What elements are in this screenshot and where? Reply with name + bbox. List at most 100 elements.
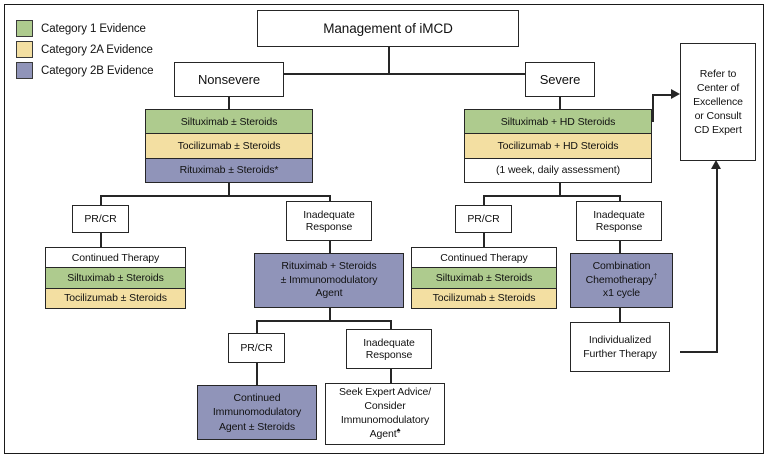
legend-label-cat1: Category 1 Evidence <box>41 22 146 35</box>
refer-line-2: Center of <box>696 81 740 94</box>
treatment-row-tocilizumab-hd[interactable]: Tocilizumab + HD Steroids <box>465 134 651 159</box>
node-nonsevere-prcr[interactable]: PR/CR <box>72 205 129 233</box>
node-level3-inadequate-response[interactable]: Inadequate Response <box>346 329 432 369</box>
rituximab-line-1: Rituximab + Steroids <box>281 260 377 273</box>
node-seek-expert-advice[interactable]: Seek Expert Advice/ Consider Immunomodul… <box>325 383 445 445</box>
connector-severe-tx <box>559 96 561 110</box>
chemo-line-2-wrap: Chemotherapy† <box>585 272 658 288</box>
connector-chemo-individualized <box>619 307 621 323</box>
inadequate-line-2: Response <box>595 221 643 233</box>
chemo-line-3: x1 cycle <box>602 287 641 300</box>
continued-row-header[interactable]: Continued Therapy <box>46 248 185 269</box>
connector-ns-prcr-continued <box>100 232 102 248</box>
node-severe[interactable]: Severe <box>525 62 595 97</box>
node-refer-center-of-excellence[interactable]: Refer to Center of Excellence or Consult… <box>680 43 756 161</box>
seek-expert-line-1: Seek Expert Advice/ <box>338 386 432 399</box>
treatment-row-siltuximab[interactable]: Siltuximab ± Steroids <box>146 110 312 135</box>
refer-line-5: CD Expert <box>694 124 742 137</box>
node-nonsevere-treatment-stack[interactable]: Siltuximab ± Steroids Tocilizumab ± Ster… <box>145 109 313 183</box>
node-label: PR/CR <box>240 341 273 354</box>
connector-ns-to-prcr <box>100 195 102 206</box>
node-severe-prcr[interactable]: PR/CR <box>455 205 512 233</box>
connector-sv-tx-down <box>559 182 561 196</box>
connector-lvl3-branch-bar <box>256 320 391 322</box>
chemo-line-1: Combination <box>592 260 651 273</box>
legend-item-cat2b: Category 2B Evidence <box>16 62 154 79</box>
legend-item-cat1: Category 1 Evidence <box>16 20 153 37</box>
inadequate-line-1: Inadequate <box>593 208 645 221</box>
node-level3-prcr[interactable]: PR/CR <box>228 333 285 363</box>
connector-ns-tx-down <box>228 182 230 196</box>
arrowhead-into-refer-left <box>671 89 680 99</box>
rituximab-line-2: ± Immunomodulatory <box>280 273 378 286</box>
node-severe-continued-therapy[interactable]: Continued Therapy Siltuximab ± Steroids … <box>411 247 557 309</box>
continued-immuno-line-1: Continued <box>233 392 281 405</box>
legend-label-cat2b: Category 2B Evidence <box>41 64 154 77</box>
continued-immuno-line-2: Immunomodulatory <box>212 406 302 419</box>
continued-row-siltuximab[interactable]: Siltuximab ± Steroids <box>412 268 556 289</box>
connector-lvl3-to-prcr <box>256 320 258 334</box>
connector-severe-tx-up <box>652 95 654 121</box>
node-rituximab-steroids-immunomodulatory[interactable]: Rituximab + Steroids ± Immunomodulatory … <box>254 253 404 308</box>
connector-individualized-right <box>680 351 718 353</box>
continued-immuno-line-3: Agent ± Steroids <box>219 420 295 433</box>
refer-line-1: Refer to <box>699 67 737 80</box>
legend-swatch-cat1 <box>16 20 33 37</box>
connector-lvl3-to-inadequate <box>390 320 392 330</box>
connector-ns-inadequate-rituximab <box>329 240 331 254</box>
connector-nonsevere-tx <box>228 96 230 110</box>
refer-line-4: or Consult <box>694 110 742 123</box>
rituximab-line-3: Agent <box>315 287 343 300</box>
diagram-border <box>4 4 764 454</box>
connector-sv-inadequate-chemo <box>619 240 621 254</box>
node-individualized-further-therapy[interactable]: Individualized Further Therapy <box>570 322 670 372</box>
continued-row-tocilizumab[interactable]: Tocilizumab ± Steroids <box>46 288 185 308</box>
continued-row-tocilizumab[interactable]: Tocilizumab ± Steroids <box>412 288 556 308</box>
legend: Category 1 Evidence Category 2A Evidence… <box>16 20 154 83</box>
treatment-row-tocilizumab[interactable]: Tocilizumab ± Steroids <box>146 134 312 159</box>
legend-label-cat2a: Category 2A Evidence <box>41 43 153 56</box>
treatment-row-siltuximab-hd[interactable]: Siltuximab + HD Steroids <box>465 110 651 135</box>
connector-rituximab-down <box>329 307 331 321</box>
legend-swatch-cat2a <box>16 41 33 58</box>
seek-expert-line-2: Consider <box>364 400 406 413</box>
connector-ns-branch-bar <box>100 195 330 197</box>
inadequate-line-2: Response <box>305 221 353 233</box>
continued-row-header[interactable]: Continued Therapy <box>412 248 556 269</box>
connector-sv-to-inadequate <box>619 195 621 202</box>
node-continued-immunomodulatory-agent[interactable]: Continued Immunomodulatory Agent ± Stero… <box>197 385 317 440</box>
treatment-row-assessment[interactable]: (1 week, daily assessment) <box>465 158 651 182</box>
node-combination-chemotherapy[interactable]: Combination Chemotherapy† x1 cycle <box>570 253 673 308</box>
connector-sv-to-prcr <box>483 195 485 206</box>
individualized-line-2: Further Therapy <box>583 348 657 360</box>
node-nonsevere-inadequate-response[interactable]: Inadequate Response <box>286 201 372 241</box>
inadequate-line-1: Inadequate <box>303 208 355 221</box>
seek-expert-line-3: Immunomodulatory <box>340 414 430 426</box>
node-severe-treatment-stack[interactable]: Siltuximab + HD Steroids Tocilizumab + H… <box>464 109 652 183</box>
legend-item-cat2a: Category 2A Evidence <box>16 41 153 58</box>
node-label: PR/CR <box>467 212 500 225</box>
connector-lvl3-prcr-continued <box>256 363 258 386</box>
node-label: PR/CR <box>84 212 117 225</box>
node-severe-inadequate-response[interactable]: Inadequate Response <box>576 201 662 241</box>
individualized-line-1: Individualized <box>588 333 652 346</box>
seek-expert-line-4: Agent <box>369 427 397 440</box>
node-label: Management of iMCD <box>323 20 453 36</box>
connector-root-down <box>388 46 390 74</box>
treatment-row-rituximab[interactable]: Rituximab ± Steroids* <box>146 158 312 182</box>
node-management-of-imcd[interactable]: Management of iMCD <box>257 10 519 47</box>
connector-lvl3-inadequate-seek <box>390 369 392 384</box>
legend-swatch-cat2b <box>16 62 33 79</box>
connector-root-split <box>228 73 560 75</box>
node-nonsevere[interactable]: Nonsevere <box>174 62 284 97</box>
connector-ns-to-inadequate <box>329 195 331 202</box>
node-nonsevere-continued-therapy[interactable]: Continued Therapy Siltuximab ± Steroids … <box>45 247 186 309</box>
inadequate-line-2: Response <box>365 349 413 361</box>
continued-row-siltuximab[interactable]: Siltuximab ± Steroids <box>46 268 185 289</box>
chemo-line-2: Chemotherapy <box>585 273 654 286</box>
refer-line-3: Excellence <box>693 95 743 108</box>
node-label: Severe <box>539 71 581 87</box>
seek-expert-line-4-wrap: Agent♠ <box>369 426 401 442</box>
connector-severe-to-refer <box>652 94 673 96</box>
